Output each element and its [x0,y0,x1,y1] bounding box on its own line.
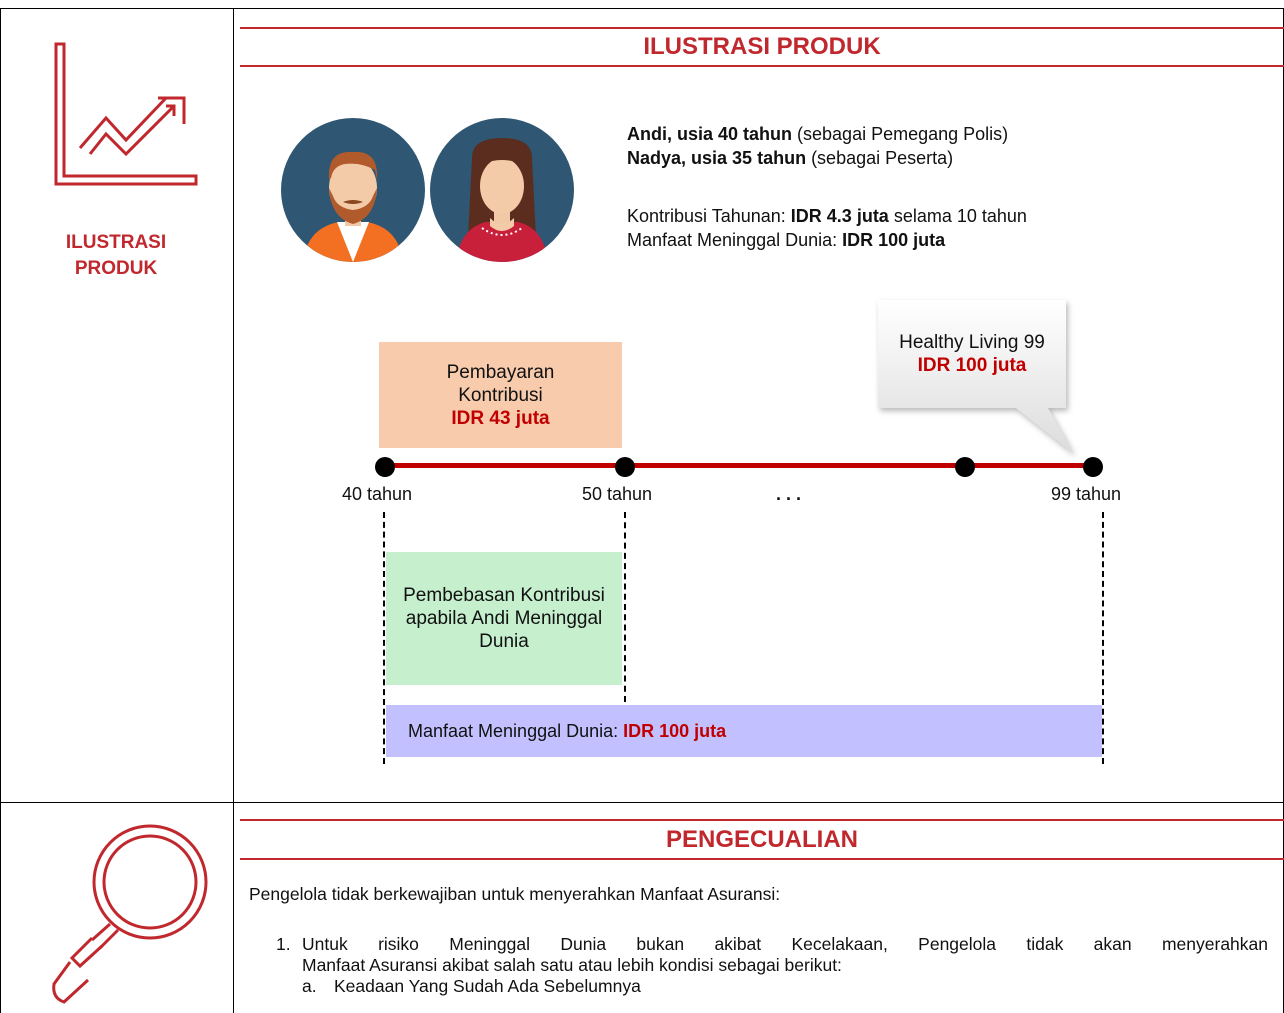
guide-40 [383,512,385,764]
exclusions-title-rule-bottom [240,858,1284,860]
exclusion-item-number: 1. [276,934,291,954]
table-border-left [0,8,1,1013]
guide-50 [624,512,626,702]
trending-chart-icon [54,42,198,186]
table-border-top [0,8,1284,9]
illustration-side-label: ILUSTRASI PRODUK [65,232,167,279]
exclusion-item-text: Untuk risiko Meninggal Dunia bukan akiba… [302,934,1268,975]
annual-contribution-line: Kontribusi Tahunan: IDR 4.3 juta selama … [627,206,1027,226]
tick-ellipsis: . . . [776,484,802,504]
contribution-payment-box: Pembayaran Kontribusi IDR 43 juta [379,342,622,448]
illustration-title-rule-bottom [240,65,1284,67]
woman-avatar [430,118,574,262]
healthy-living-callout-shape [878,300,1074,454]
magnifying-glass-icon [52,824,208,1004]
table-row-divider [0,802,1284,803]
exclusion-subitem-letter: a. [302,976,317,996]
timeline-point-50 [615,457,635,477]
timeline-point-intermediate [955,457,975,477]
exclusions-intro: Pengelola tidak berkewajiban untuk menye… [249,884,781,904]
death-benefit-bar: Manfaat Meninggal Dunia: IDR 100 juta [386,705,1102,757]
exclusions-title: PENGECUALIAN [665,826,858,853]
healthy-living-callout: Healthy Living 99 IDR 100 juta [899,332,1045,376]
timeline-point-40 [375,457,395,477]
illustration-title: ILUSTRASI PRODUK [643,33,881,60]
exclusions-title-rule-top [240,819,1284,821]
contribution-waiver-box: Pembebasan Kontribusi apabila Andi Menin… [386,552,622,685]
policy-holder-line: Andi, usia 40 tahun (sebagai Pemegang Po… [627,124,1009,144]
participant-line: Nadya, usia 35 tahun (sebagai Peserta) [627,148,954,168]
timeline-line [386,463,1094,468]
illustration-title-rule-top [240,27,1284,29]
tick-label-50: 50 tahun [582,484,653,504]
timeline-point-99 [1083,457,1103,477]
guide-99 [1102,512,1104,764]
man-avatar [281,118,425,262]
tick-label-99: 99 tahun [1051,484,1122,504]
death-benefit-line: Manfaat Meninggal Dunia: IDR 100 juta [627,230,946,250]
exclusion-subitem-text: Keadaan Yang Sudah Ada Sebelumnya [334,976,641,996]
tick-label-40: 40 tahun [342,484,413,504]
table-column-divider [233,8,234,1013]
